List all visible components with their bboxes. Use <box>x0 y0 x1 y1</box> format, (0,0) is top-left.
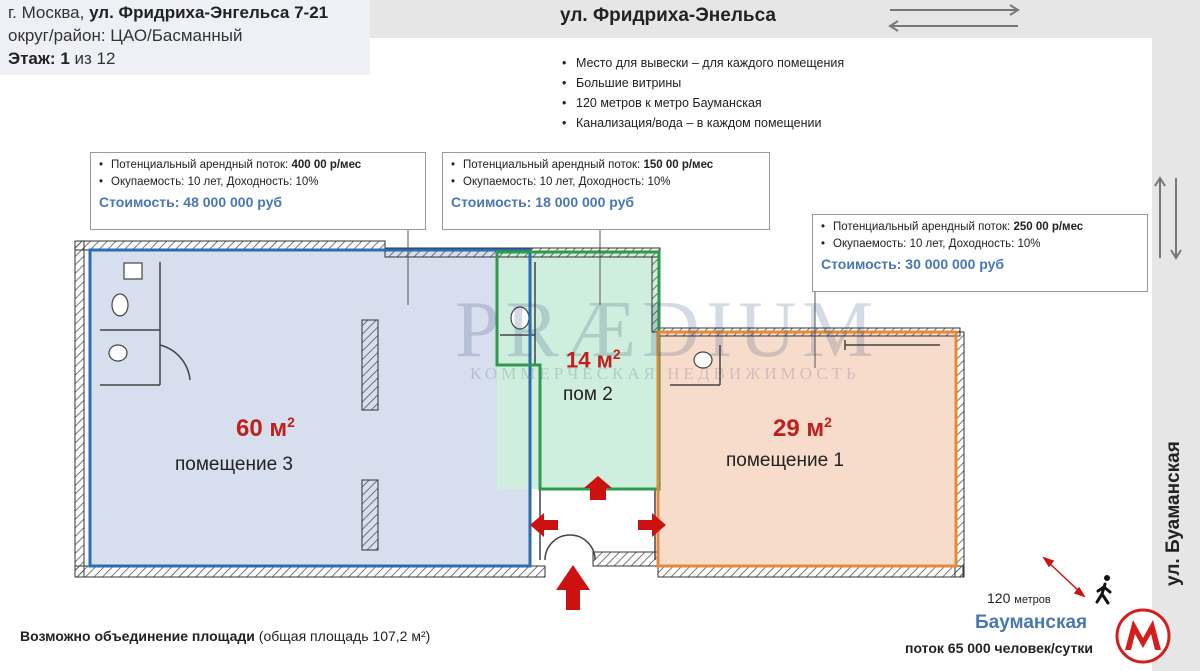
room-2-name: пом 2 <box>563 384 613 405</box>
area-sup: 2 <box>612 346 621 362</box>
area-text: 14 м <box>566 347 613 373</box>
payback-row: Окупаемость: 10 лет, Доходность: 10% <box>821 236 1139 253</box>
rent-flow-label: Потенциальный арендный поток: <box>833 221 1011 233</box>
plumbing-fixtures <box>108 262 713 369</box>
street-top-band <box>370 0 1200 38</box>
merge-note: Возможно объединение площади (общая площ… <box>20 628 430 644</box>
watermark-brand: PRÆDIUM <box>455 286 880 374</box>
feature-item: Канализация/вода – в каждом помещении <box>562 113 844 133</box>
room-3-outline <box>88 248 532 568</box>
street-address: ул. Фридриха-Энгельса 7-21 <box>89 3 329 22</box>
rent-flow-label: Потенциальный арендный поток: <box>111 159 289 171</box>
info-box-room-2: Потенциальный арендный поток: 150 00 р/м… <box>442 152 770 230</box>
entrance-arrows <box>530 476 666 610</box>
floor-value: 1 <box>60 49 70 68</box>
pedestrian-icon <box>1095 575 1112 605</box>
metro-distance: 120 метров <box>987 590 1051 606</box>
room-2-area: 14 м2 <box>566 346 621 373</box>
metro-station-name: Бауманская <box>975 612 1088 633</box>
room-1-fill <box>658 332 956 566</box>
rent-flow-value: 250 00 р/мес <box>1013 221 1084 233</box>
city: г. Москва, <box>8 3 85 22</box>
info-box-room-3: Потенциальный арендный поток: 400 00 р/м… <box>90 152 426 230</box>
cost-value: Стоимость: 18 000 000 руб <box>451 194 635 210</box>
area-sup: 2 <box>287 414 295 430</box>
rent-flow-label: Потенциальный арендный поток: <box>463 159 641 171</box>
district-line: округ/район: ЦАО/Басманный <box>8 26 243 45</box>
area-text: 60 м <box>236 415 288 442</box>
watermark-logo: PRÆDIUM КОММЕРЧЕСКАЯ НЕДВИЖИМОСТЬ <box>300 285 879 384</box>
watermark-tagline: КОММЕРЧЕСКАЯ НЕДВИЖИМОСТЬ <box>470 364 860 383</box>
merge-note-rest: (общая площадь 107,2 м²) <box>254 628 431 644</box>
rent-flow-value: 400 00 р/мес <box>291 159 362 171</box>
room-2-fill <box>497 252 659 489</box>
feature-item: Большие витрины <box>562 73 844 93</box>
payback-row: Окупаемость: 10 лет, Доходность: 10% <box>451 174 761 191</box>
rent-flow-row: Потенциальный арендный поток: 250 00 р/м… <box>821 219 1139 236</box>
rent-flow-row: Потенциальный арендный поток: 150 00 р/м… <box>451 157 761 174</box>
address-line: г. Москва, ул. Фридриха-Энгельса 7-21 <box>8 3 328 23</box>
floor-label: Этаж: <box>8 49 56 68</box>
street-right-band <box>1152 38 1200 671</box>
feature-item: 120 метров к метро Бауманская <box>562 93 844 113</box>
street-top-name: ул. Фридриха-Энельса <box>560 5 776 26</box>
room-3-area: 60 м2 <box>236 414 295 443</box>
floor-line: Этаж: 1 из 12 <box>8 49 115 69</box>
payback-row: Окупаемость: 10 лет, Доходность: 10% <box>99 174 417 191</box>
metro-logo-icon <box>1115 608 1171 664</box>
cost-value: Стоимость: 48 000 000 руб <box>99 194 283 210</box>
room-3-name: помещение 3 <box>175 454 293 475</box>
room-1-outline <box>656 330 958 568</box>
floor-total: из 12 <box>74 49 116 68</box>
feature-item: Место для вывески – для каждого помещени… <box>562 53 844 73</box>
metro-flow: поток 65 000 человек/сутки <box>905 640 1093 656</box>
rent-flow-row: Потенциальный арендный поток: 400 00 р/м… <box>99 157 417 174</box>
metro-distance-unit: метров <box>1014 594 1051 606</box>
area-text: 29 м <box>773 415 825 442</box>
metro-distance-value: 120 <box>987 590 1011 606</box>
room-2-outline <box>495 250 661 491</box>
room-3-fill <box>90 250 530 566</box>
metro-distance-arrow <box>1042 556 1086 598</box>
room-1-area: 29 м2 <box>773 414 832 443</box>
room-1-name: помещение 1 <box>726 450 844 471</box>
area-sup: 2 <box>824 414 832 430</box>
features-list: Место для вывески – для каждого помещени… <box>562 53 844 133</box>
address-header: г. Москва, ул. Фридриха-Энгельса 7-21 ок… <box>0 0 370 75</box>
info-box-room-1: Потенциальный арендный поток: 250 00 р/м… <box>812 214 1148 292</box>
rent-flow-value: 150 00 р/мес <box>643 159 714 171</box>
merge-note-bold: Возможно объединение площади <box>20 628 255 644</box>
leader-lines <box>407 222 816 368</box>
cost-value: Стоимость: 30 000 000 руб <box>821 256 1005 272</box>
